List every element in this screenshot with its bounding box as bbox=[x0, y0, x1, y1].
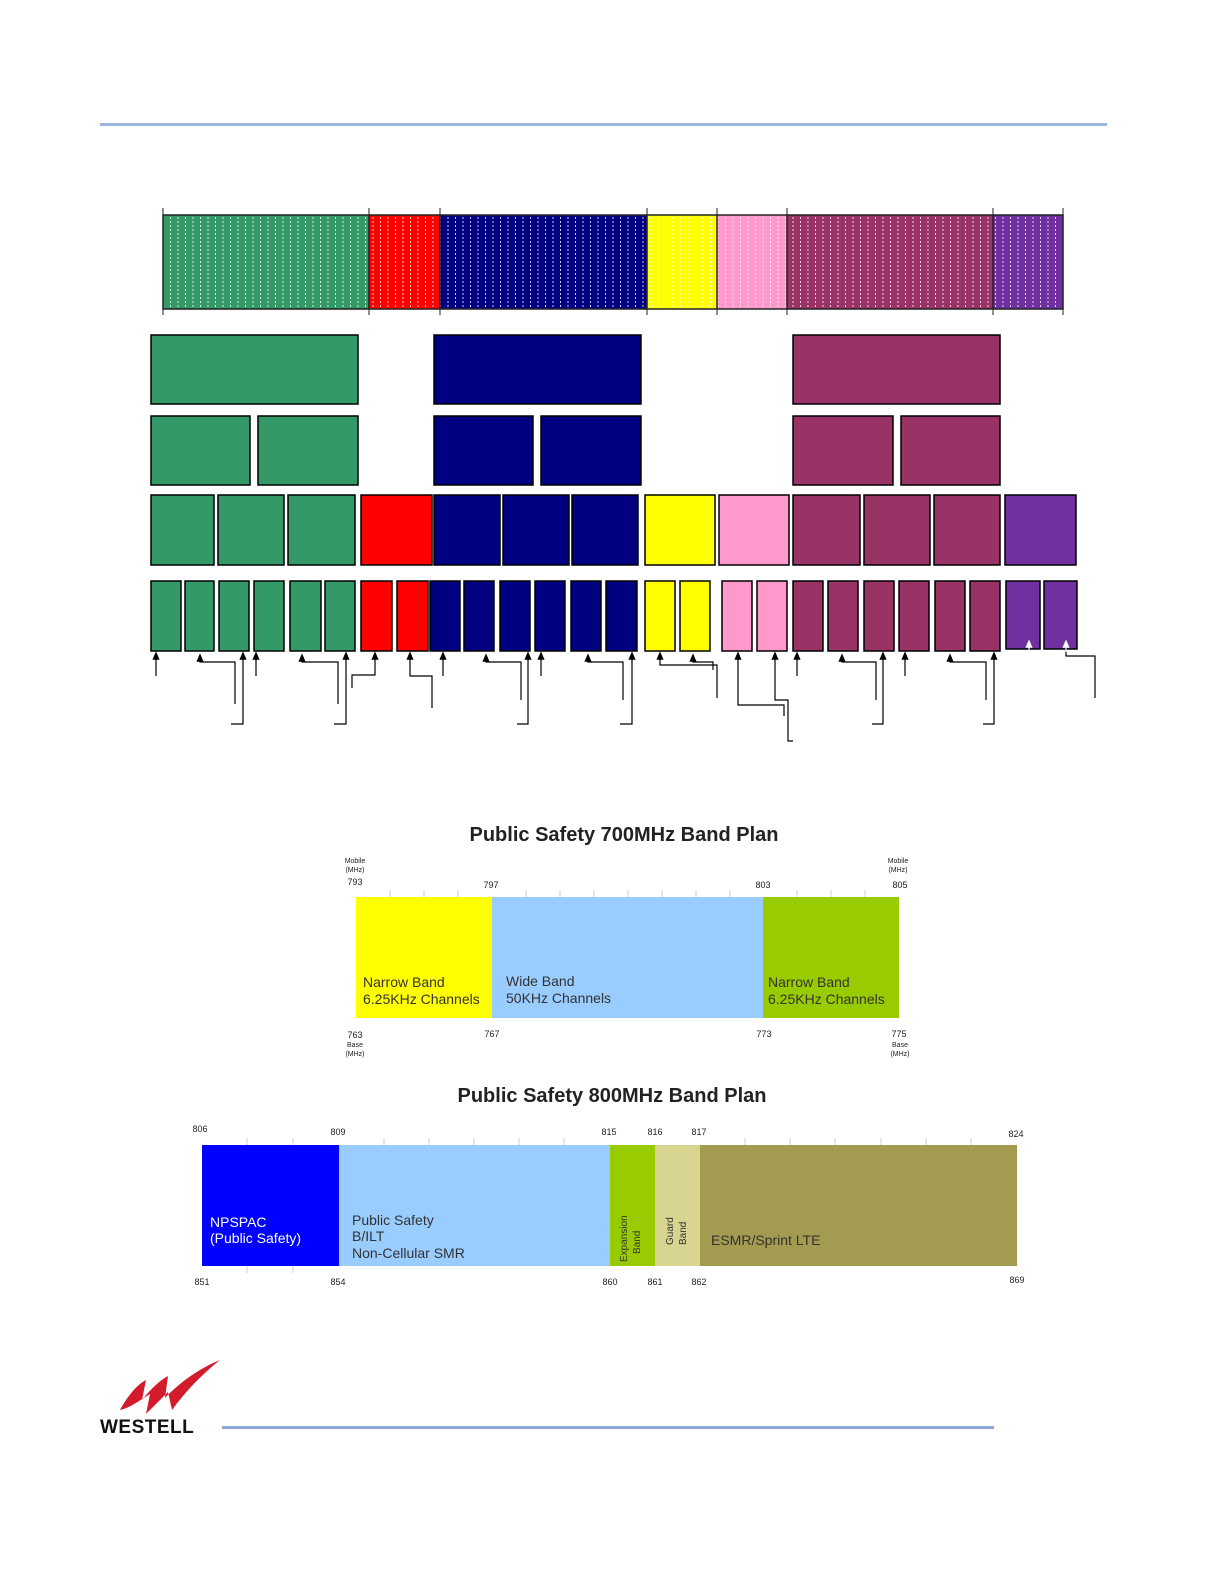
svg-text:(MHz): (MHz) bbox=[888, 867, 907, 874]
band800-seg-label: Guard bbox=[665, 1217, 676, 1245]
band800-bottom-tick: 869 bbox=[1009, 1275, 1024, 1285]
band800-seg-label: Public Safety bbox=[352, 1212, 434, 1228]
band800-expansion bbox=[610, 1145, 655, 1266]
block-green-wide bbox=[150, 334, 359, 405]
strip-navy bbox=[440, 215, 647, 309]
band800-title: Public Safety 800MHz Band Plan bbox=[458, 1085, 767, 1107]
strip-yellow bbox=[647, 215, 717, 309]
band800-bottom-tick: 851 bbox=[194, 1277, 209, 1287]
svg-text:(MHz): (MHz) bbox=[890, 1051, 909, 1058]
band800-guard bbox=[655, 1145, 700, 1266]
band700-seg-label: Narrow Band bbox=[768, 974, 850, 990]
band800-esmr bbox=[700, 1145, 1017, 1266]
spectrum-strip bbox=[162, 208, 1064, 315]
band800-seg-label: B/ILT bbox=[352, 1228, 385, 1244]
band800-seg-label: Expansion bbox=[619, 1215, 630, 1262]
svg-text:Mobile: Mobile bbox=[345, 858, 366, 865]
block-maroon-wide bbox=[792, 334, 1001, 405]
logo-swoosh-icon bbox=[120, 1360, 220, 1414]
block-row-1 bbox=[150, 334, 1001, 405]
band800-top-tick: 824 bbox=[1008, 1129, 1023, 1139]
band700-seg-label: 6.25KHz Channels bbox=[363, 991, 480, 1007]
band700-bottom-tick: 763 bbox=[347, 1030, 362, 1040]
band800-top-tick: 806 bbox=[192, 1124, 207, 1134]
block-navy-wide bbox=[433, 334, 642, 405]
svg-text:Base: Base bbox=[892, 1042, 908, 1049]
westell-logo: WESTELL bbox=[100, 1360, 220, 1438]
band800-seg-label: NPSPAC bbox=[210, 1214, 267, 1230]
header-rule bbox=[100, 123, 1107, 126]
logo-text: WESTELL bbox=[100, 1417, 194, 1438]
band800-bottom-tick: 860 bbox=[602, 1277, 617, 1287]
band700-narrow-right bbox=[763, 897, 899, 1018]
band700-plan: Public Safety 700MHz Band Plan Mobile (M… bbox=[345, 824, 910, 1058]
band700-top-tick: 797 bbox=[483, 880, 498, 890]
band700-seg-label: Narrow Band bbox=[363, 974, 445, 990]
band700-bottom-tick: 775 bbox=[891, 1029, 906, 1039]
footer-rule bbox=[222, 1426, 994, 1429]
strip-maroon bbox=[787, 215, 993, 309]
strip-purple bbox=[993, 215, 1063, 309]
band800-public-safety bbox=[339, 1145, 610, 1266]
band700-seg-label: 50KHz Channels bbox=[506, 990, 611, 1006]
connector-arrows bbox=[152, 640, 1096, 742]
band800-seg-label: Non-Cellular SMR bbox=[352, 1245, 465, 1261]
svg-text:(MHz): (MHz) bbox=[345, 1051, 364, 1058]
band800-bottom-tick: 861 bbox=[647, 1277, 662, 1287]
svg-text:(MHz): (MHz) bbox=[345, 867, 364, 874]
band800-bottom-tick: 854 bbox=[330, 1277, 345, 1287]
band800-seg-label: Band bbox=[632, 1231, 643, 1254]
band800-top-tick: 817 bbox=[691, 1127, 706, 1137]
strip-pink bbox=[717, 215, 787, 309]
band700-bottom-tick: 767 bbox=[484, 1029, 499, 1039]
band700-top-tick: 805 bbox=[892, 880, 907, 890]
band800-seg-label: Band bbox=[678, 1222, 689, 1245]
band800-bottom-tick: 862 bbox=[691, 1277, 706, 1287]
band800-seg-label: (Public Safety) bbox=[210, 1230, 301, 1246]
svg-text:Mobile: Mobile bbox=[888, 858, 909, 865]
band700-top-tick: 803 bbox=[755, 880, 770, 890]
strip-red bbox=[369, 215, 440, 309]
block-row-2 bbox=[150, 415, 1001, 486]
svg-text:Base: Base bbox=[347, 1042, 363, 1049]
strip-green bbox=[163, 215, 369, 309]
band700-seg-label: Wide Band bbox=[506, 973, 574, 989]
band800-top-tick: 809 bbox=[330, 1127, 345, 1137]
band800-plan: Public Safety 800MHz Band Plan 806 809 8… bbox=[192, 1085, 1024, 1287]
band700-narrow-left bbox=[356, 897, 492, 1018]
block-row-3 bbox=[150, 494, 1077, 566]
block-row-4 bbox=[150, 580, 1078, 652]
band700-top-tick: 793 bbox=[347, 877, 362, 887]
band800-npspac bbox=[202, 1145, 339, 1266]
band700-wide bbox=[492, 897, 763, 1018]
band800-seg-label: ESMR/Sprint LTE bbox=[711, 1232, 820, 1248]
band700-title: Public Safety 700MHz Band Plan bbox=[470, 824, 779, 846]
band800-top-tick: 816 bbox=[647, 1127, 662, 1137]
band800-top-tick: 815 bbox=[601, 1127, 616, 1137]
band700-seg-label: 6.25KHz Channels bbox=[768, 991, 885, 1007]
band700-bottom-tick: 773 bbox=[756, 1029, 771, 1039]
